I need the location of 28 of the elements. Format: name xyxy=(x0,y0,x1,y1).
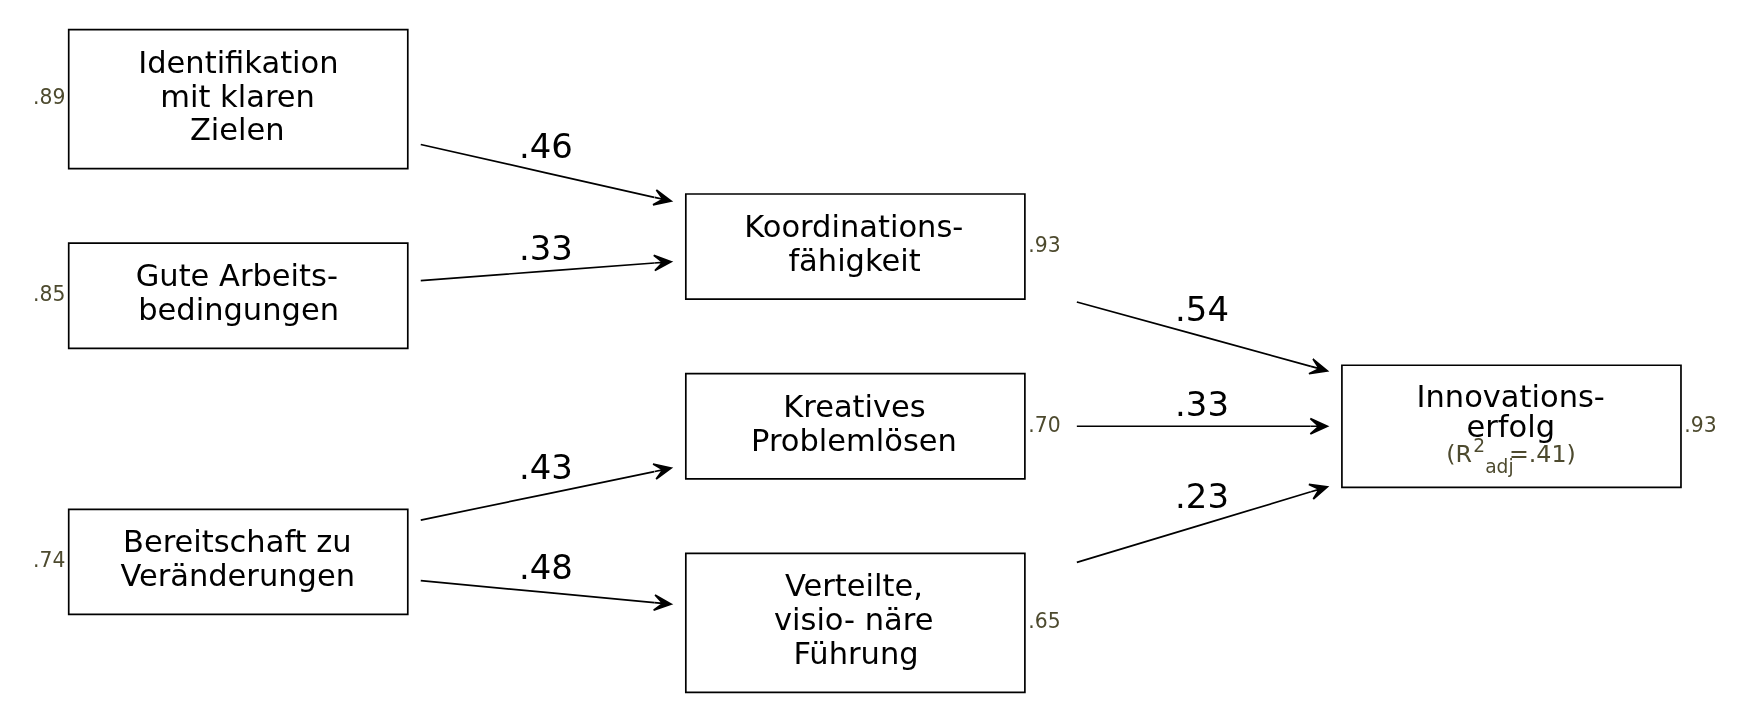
edge-label: .23 xyxy=(1175,476,1229,516)
node-box: Innovations- erfolg (R$^{2}$$_{adj}$=.41) xyxy=(1341,363,1682,488)
edge-label: .48 xyxy=(519,547,573,587)
node-box: Koordinations- fähigkeit xyxy=(684,192,1026,300)
node-label: .89 xyxy=(33,84,66,109)
node-box: Bereitschaft zu Veränderungen xyxy=(67,508,409,615)
node-label: .65 xyxy=(1028,608,1061,633)
edge-label: .54 xyxy=(1175,289,1229,329)
arrow xyxy=(419,579,673,611)
edge-label: .33 xyxy=(1175,384,1229,424)
node-label: .70 xyxy=(1028,412,1061,437)
edge-label: .43 xyxy=(519,447,573,487)
node-label: .85 xyxy=(33,281,66,306)
arrow xyxy=(1076,417,1329,435)
arrow xyxy=(1076,483,1329,563)
arrow xyxy=(419,143,673,206)
node-label: .93 xyxy=(1028,232,1061,257)
arrow xyxy=(419,462,673,521)
arrow xyxy=(419,254,673,281)
node-box: Gute Arbeits- bedingungen xyxy=(67,241,409,349)
edge-label: .46 xyxy=(519,126,573,166)
node-box: Kreatives Problemlösen xyxy=(684,372,1026,480)
node-label: .93 xyxy=(1684,412,1717,437)
node-box: Verteilte, visio- näre Führung xyxy=(684,552,1026,693)
arrow xyxy=(1076,300,1329,375)
node-label: .74 xyxy=(33,547,66,572)
edge-label: .33 xyxy=(519,228,573,268)
node-box: Identifikation mit klaren Zielen xyxy=(67,28,409,169)
